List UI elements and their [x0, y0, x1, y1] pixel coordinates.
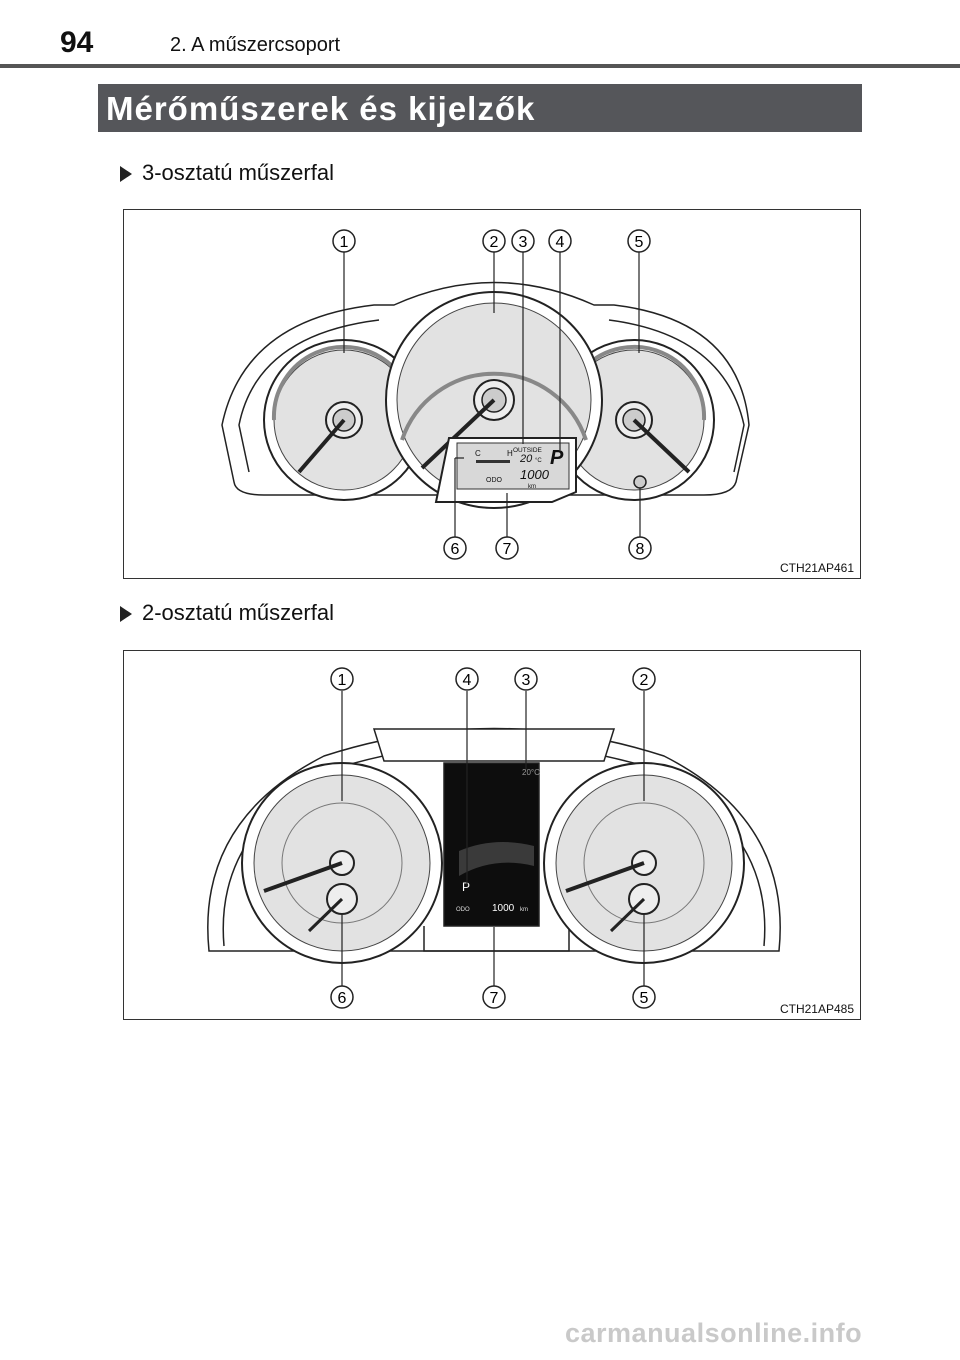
display-temp: 20 — [519, 453, 533, 465]
display-odo-unit: km — [528, 484, 536, 490]
svg-text:8: 8 — [636, 541, 645, 558]
display-gear: P — [462, 880, 470, 894]
two-dial-cluster-illustration: 20°C P ODO 1000 km 1 4 3 2 6 7 5 — [207, 667, 781, 1009]
right-gauge-speedometer — [543, 762, 745, 964]
callout-7: 7 — [482, 985, 506, 1009]
svg-text:3: 3 — [522, 672, 531, 689]
svg-text:1: 1 — [338, 672, 347, 689]
svg-text:7: 7 — [503, 541, 512, 558]
bullet-three-dial: 3-osztatú műszerfal — [120, 160, 334, 186]
figure-code: CTH21AP485 — [779, 1002, 854, 1016]
left-gauge-tachometer — [241, 762, 443, 964]
svg-text:4: 4 — [556, 234, 565, 251]
multi-info-display — [443, 762, 540, 927]
triangle-bullet-icon — [120, 606, 132, 623]
section-title: Mérőműszerek és kijelzők — [106, 90, 536, 127]
callout-2: 2 — [482, 229, 506, 253]
svg-text:4: 4 — [463, 672, 472, 689]
display-odo-label: ODO — [486, 477, 503, 484]
figure-two-dial-cluster: 20°C P ODO 1000 km 1 4 3 2 6 7 5 CTH21AP… — [123, 650, 861, 1020]
trip-reset-knob — [633, 475, 647, 489]
callout-5: 5 — [627, 229, 651, 253]
svg-text:3: 3 — [519, 234, 528, 251]
display-odo-value: 1000 — [492, 903, 515, 914]
page-number: 94 — [60, 26, 94, 59]
callout-4: 4 — [548, 229, 572, 253]
display-odo-unit: km — [520, 907, 528, 913]
callout-3: 3 — [514, 667, 538, 691]
callout-3: 3 — [511, 229, 535, 253]
callout-7: 7 — [495, 536, 519, 560]
display-temp-unit: °C — [535, 458, 542, 464]
display-outside-label: OUTSIDE — [513, 447, 543, 454]
display-gear: P — [550, 447, 564, 469]
svg-text:5: 5 — [640, 990, 649, 1007]
callout-1: 1 — [332, 229, 356, 253]
svg-text:6: 6 — [451, 541, 460, 558]
section-bar: Mérőműszerek és kijelzők — [98, 84, 862, 132]
chapter-title: 2. A műszercsoport — [170, 34, 341, 56]
svg-text:6: 6 — [338, 990, 347, 1007]
display-odo-label: ODO — [456, 907, 470, 913]
bullet-label: 3-osztatú műszerfal — [142, 160, 334, 185]
display-gauge-c: C — [475, 449, 481, 458]
display-odo-value: 1000 — [520, 467, 550, 482]
hood-top — [372, 728, 616, 762]
triangle-bullet-icon — [120, 166, 132, 183]
svg-text:2: 2 — [640, 672, 649, 689]
callout-4: 4 — [455, 667, 479, 691]
callout-1: 1 — [330, 667, 354, 691]
display-temp: 20°C — [522, 768, 540, 777]
watermark: carmanualsonline.info — [565, 1318, 863, 1348]
svg-text:1: 1 — [340, 234, 349, 251]
bullet-label: 2-osztatú műszerfal — [142, 600, 334, 625]
svg-text:7: 7 — [490, 990, 499, 1007]
figure-three-dial-cluster: C H OUTSIDE 20 °C P ODO 1000 km 1 2 — [123, 209, 861, 579]
three-dial-cluster-illustration: C H OUTSIDE 20 °C P ODO 1000 km 1 2 — [221, 229, 750, 560]
svg-text:5: 5 — [635, 234, 644, 251]
header-rule — [0, 64, 960, 68]
callout-2: 2 — [632, 667, 656, 691]
figure-code: CTH21AP461 — [779, 561, 854, 575]
page-header: 94 2. A műszercsoport — [0, 0, 960, 70]
callout-6: 6 — [330, 985, 354, 1009]
center-gauge-speedometer — [385, 291, 603, 509]
callout-6: 6 — [443, 536, 467, 560]
svg-text:2: 2 — [490, 234, 499, 251]
bullet-two-dial: 2-osztatú műszerfal — [120, 600, 334, 626]
display-gauge-h: H — [507, 449, 513, 458]
callout-8: 8 — [628, 536, 652, 560]
callout-5: 5 — [632, 985, 656, 1009]
